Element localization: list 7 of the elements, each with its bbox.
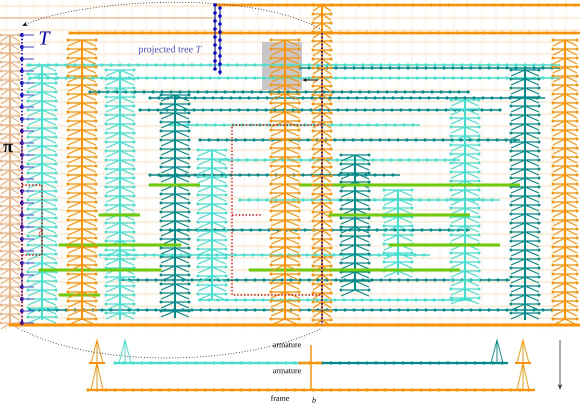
level-label: frame [270,395,290,401]
tree-caption: projected tree T [138,45,202,55]
level-label: armature [273,342,301,348]
path-label: π [3,144,13,152]
point-label: b [312,397,316,403]
tree-label: T [40,31,51,45]
level-label: armature [273,368,301,374]
